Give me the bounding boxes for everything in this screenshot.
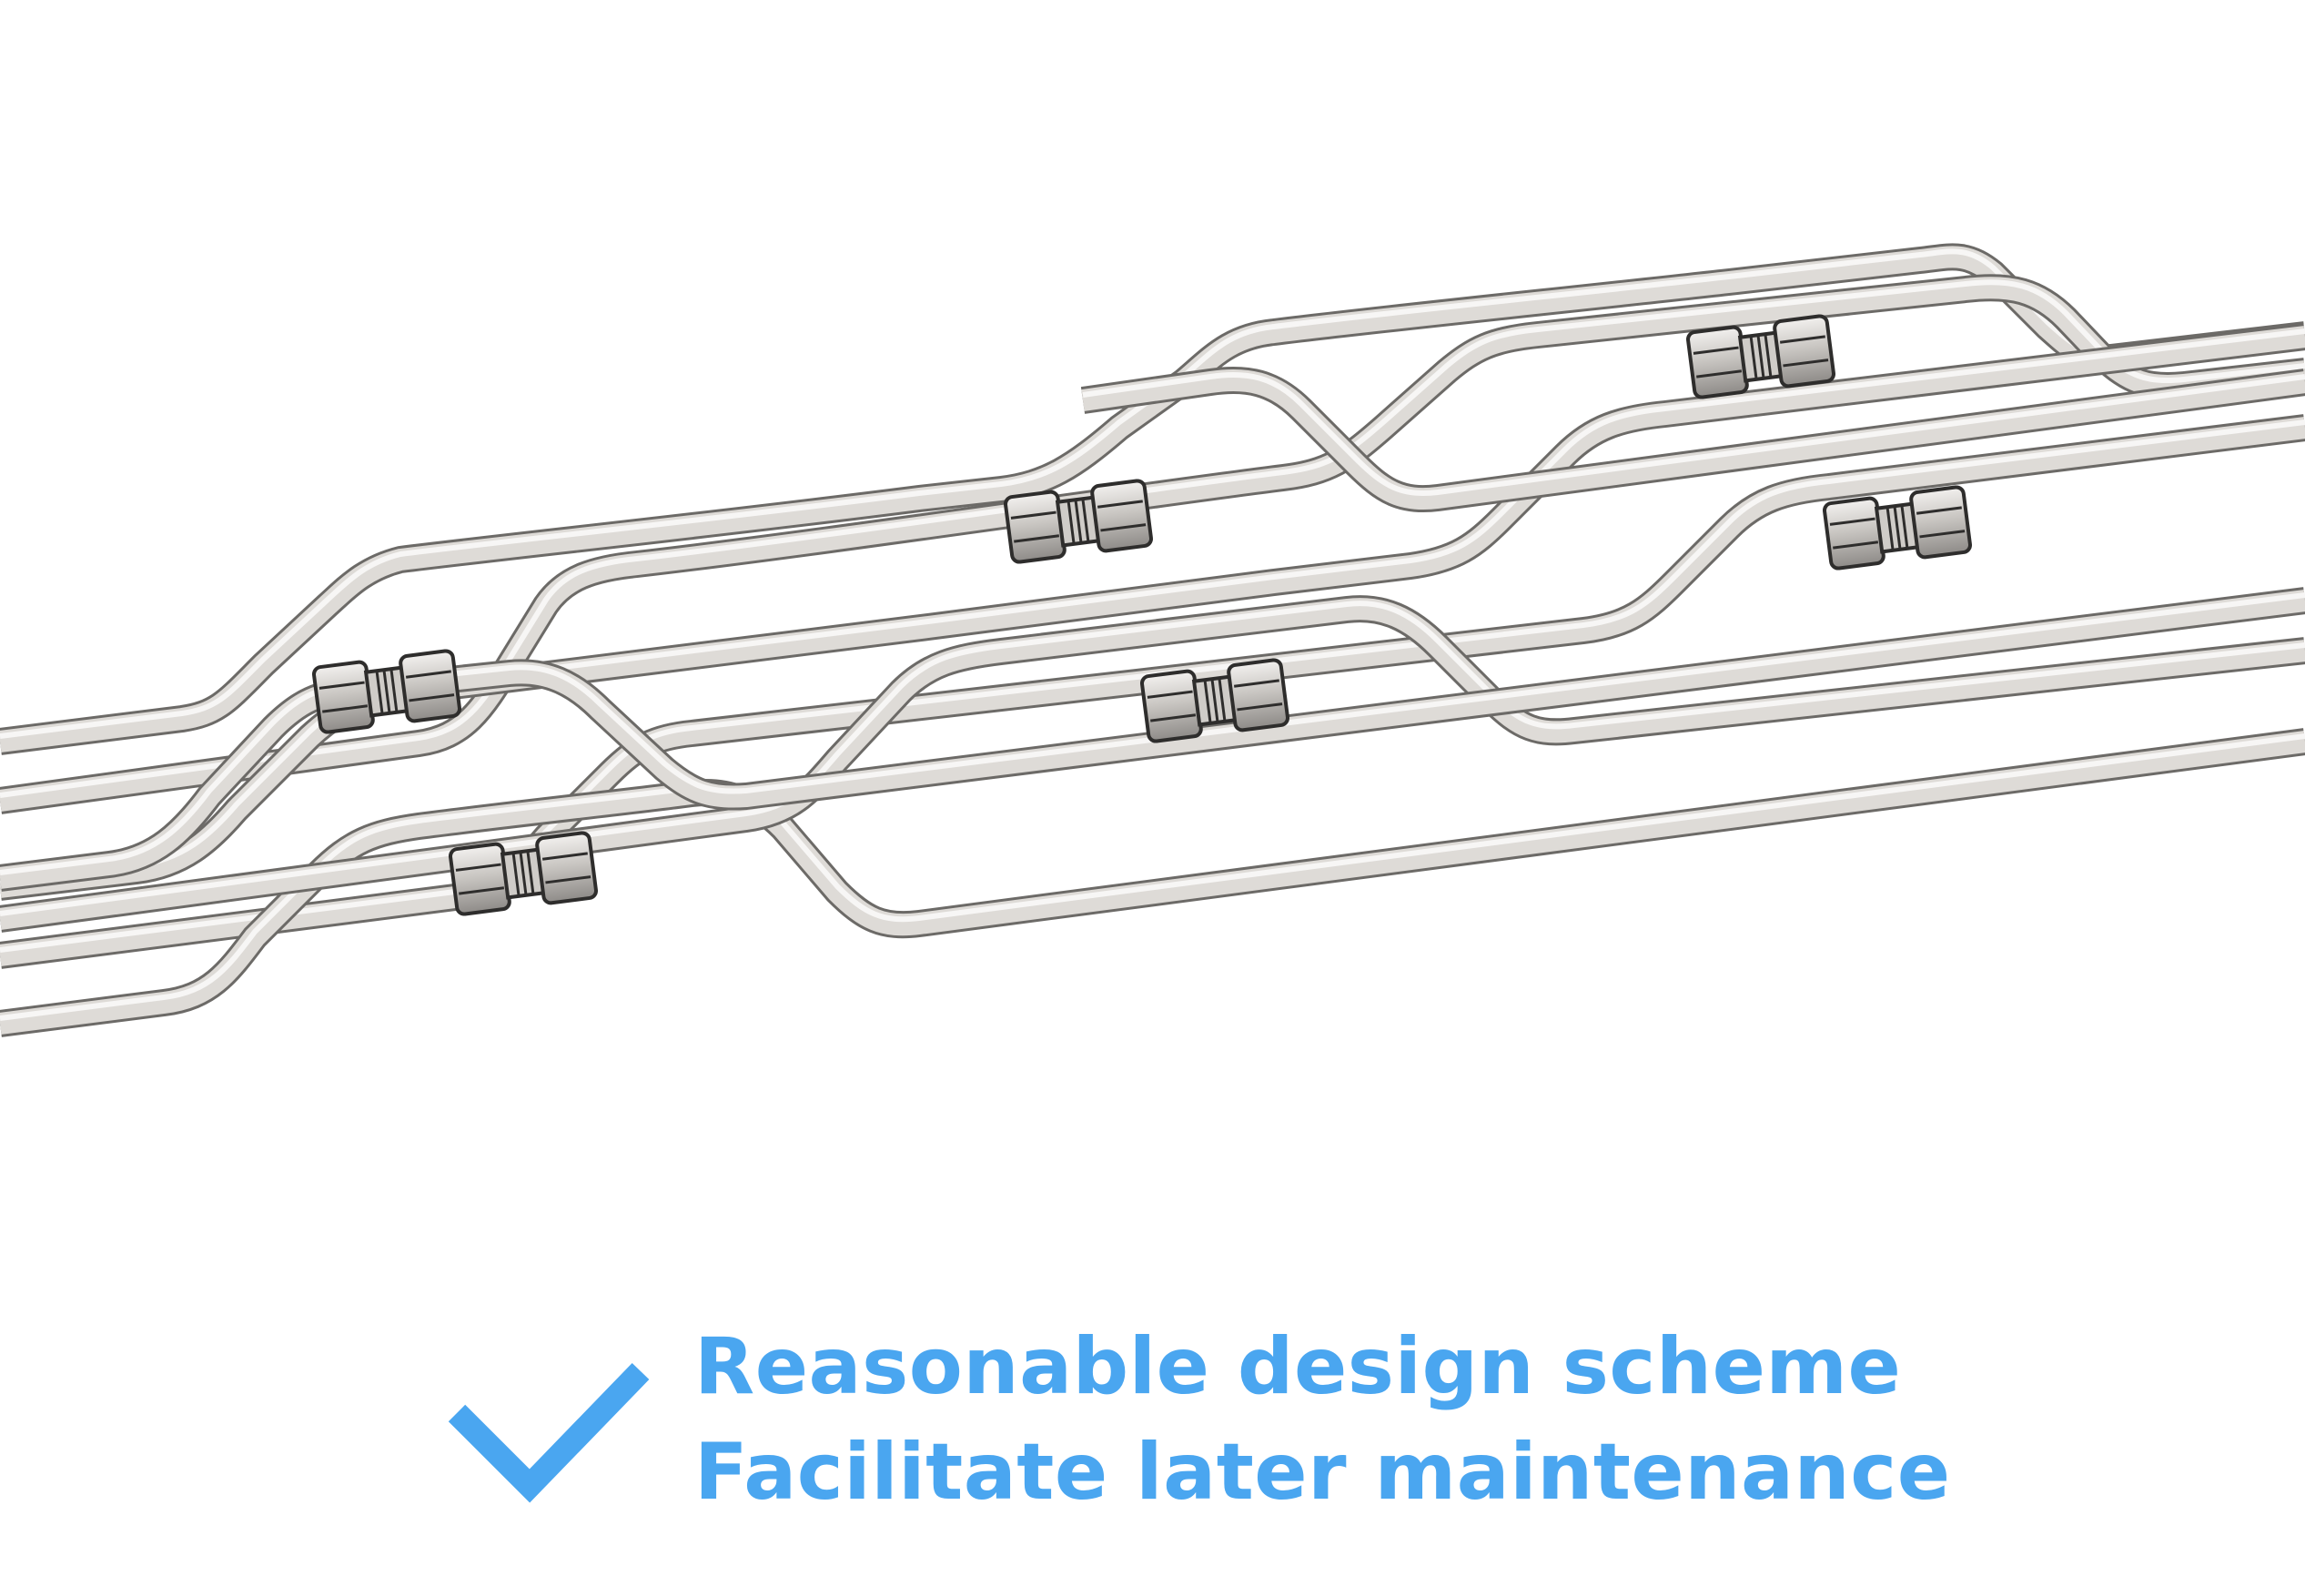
tube-1-highlight	[0, 248, 2305, 739]
union-fitting-5	[1823, 485, 1972, 571]
union-fitting-6	[449, 831, 598, 916]
tube-8	[1081, 369, 2305, 510]
tube-2	[0, 277, 2305, 812]
union-fitting-4	[1140, 658, 1289, 743]
fitting-layer	[312, 314, 1972, 916]
union-fitting-2	[1004, 479, 1153, 564]
tube-5	[0, 731, 2305, 1035]
tube-5-highlight	[0, 733, 2305, 1021]
tube-2-highlight	[0, 279, 2305, 798]
tube-layer	[0, 243, 2305, 1037]
union-fitting-3	[1686, 314, 1835, 399]
tube-1	[0, 246, 2305, 753]
union-fitting-1	[312, 649, 461, 734]
tube-8-highlight	[1082, 371, 2305, 497]
